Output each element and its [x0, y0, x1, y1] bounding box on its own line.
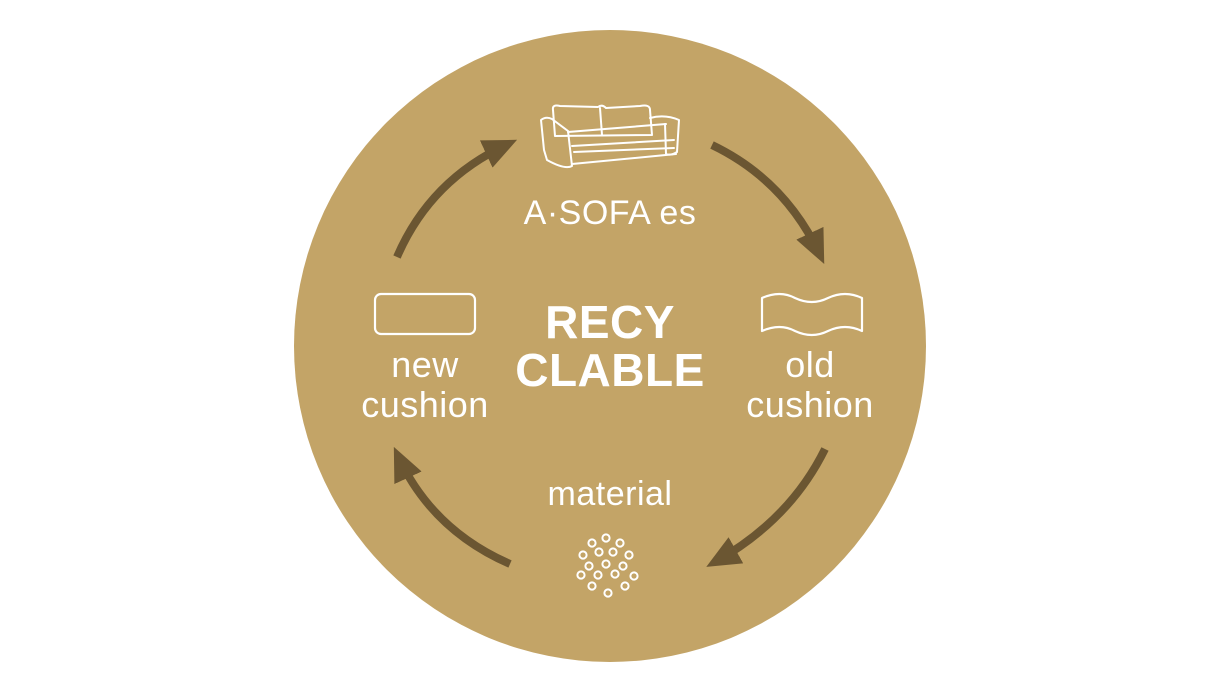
- new-cushion-label: new cushion: [335, 345, 515, 425]
- old-cushion-label-line2: cushion: [746, 384, 874, 425]
- center-title-line2: CLABLE: [515, 344, 705, 396]
- old-cushion-label-line1: old: [785, 344, 835, 385]
- arrow-new-cushion-to-sofa: [393, 139, 518, 259]
- new-cushion-label-line2: cushion: [361, 384, 489, 425]
- arrow-old-cushion-to-material: [706, 447, 829, 567]
- sofa-label: A·SOFA es: [523, 194, 697, 232]
- center-title-line1: RECY: [545, 296, 675, 348]
- center-title: RECY CLABLE: [500, 298, 720, 394]
- old-cushion-label: old cushion: [720, 345, 900, 425]
- new-cushion-label-line1: new: [391, 344, 459, 385]
- wavy-cushion-icon: [760, 292, 864, 337]
- arrow-material-to-new-cushion: [393, 446, 512, 568]
- rectangle-cushion-icon: [373, 292, 477, 336]
- sofa-icon: [540, 104, 680, 169]
- arrow-sofa-to-old-cushion: [710, 141, 825, 265]
- material-label: material: [547, 475, 673, 513]
- granules-icon: [576, 533, 639, 598]
